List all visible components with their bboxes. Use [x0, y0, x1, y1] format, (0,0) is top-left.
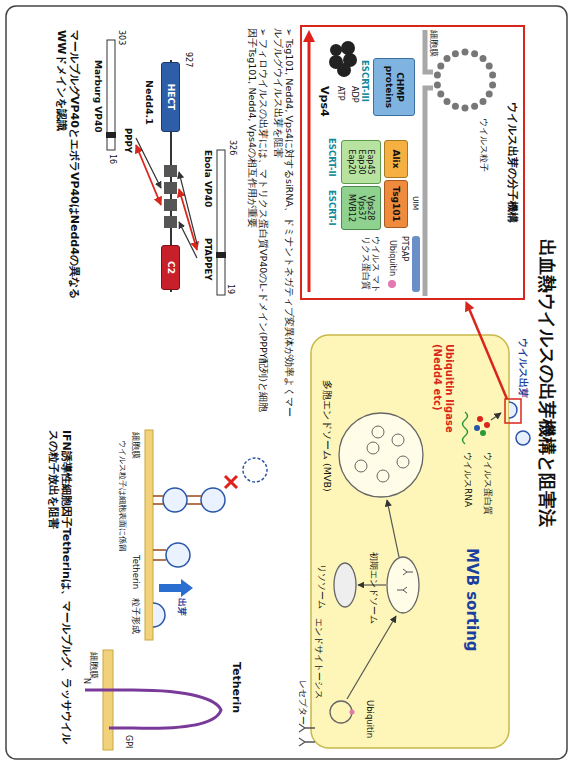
component-label: ウイルス蛋白質: [482, 452, 493, 515]
slide-title: 出血熱ウイルスの出芽機構と阻害法: [536, 239, 558, 527]
protein-label: ウイルス マトリクス蛋白質: [361, 236, 381, 298]
step-label: 粒子形成: [131, 598, 141, 634]
protein-label: Nedd4.1: [144, 80, 155, 125]
protein-box: CHMP proteins: [373, 58, 415, 116]
node-label: Eap45 Eap30 Eap20: [347, 143, 376, 181]
note-label: ウイルス粒子は細胞表面に係留: [118, 440, 127, 552]
bullet-note: ➢ Tsg101, Nedd4, Vps4に対するsiRNA、ドミナントネガティ…: [272, 28, 295, 420]
tetherin-figure: [85, 430, 267, 750]
motif-label: PPPY: [123, 128, 133, 153]
ubiquitin-label: Ubiquitin: [387, 240, 397, 276]
complex-label: ESCRT-III: [360, 60, 370, 102]
process-label: エンドサイトーシス: [313, 618, 324, 699]
protein-label: Ebola VP40: [202, 150, 213, 207]
organelle-label: 多胞エンドソーム (MVB): [322, 380, 333, 492]
domain-box: HECT: [161, 62, 180, 132]
residue-number: 303: [116, 30, 126, 45]
organelle-label: 初期エンドソーム: [368, 552, 379, 624]
ubiquitin-label: Ubiquitin: [365, 700, 375, 738]
cell-illustration: [299, 301, 530, 748]
receptor-label: レセプター: [297, 680, 308, 725]
organelle-label: リソソーム: [316, 564, 327, 609]
slide-frame: [6, 6, 567, 759]
node-label: HECT: [165, 84, 176, 110]
anchor-label: GPI: [123, 735, 133, 748]
figure-caption: マールブルグVP40とエボラVP40はNedd4の異なるWWドメインを認識: [55, 30, 81, 305]
protein-box: Alix: [384, 140, 408, 178]
protein-label: Tetherin: [230, 662, 243, 713]
complex-label: ESCRT-II: [327, 138, 337, 177]
residue-number: 16: [107, 154, 117, 164]
nucleotide-label: ATP: [335, 86, 345, 101]
protein-box: Tsg101: [384, 180, 408, 228]
motif-label: PTAPPEY: [203, 238, 213, 280]
node-label: Alix: [391, 150, 402, 169]
membrane-label: 細胞膜: [131, 432, 141, 459]
membrane-label: 細胞膜: [429, 30, 439, 57]
protein-box: Eap45 Eap30 Eap20: [341, 140, 381, 184]
node-label: C2: [165, 261, 176, 274]
protein-label: Marburg VP40: [92, 60, 103, 132]
process-label: MVB sorting: [463, 548, 481, 652]
figure-caption: IFN誘導性細胞因子Tetherinは、マールブルグ、ラッサウイルスの粒子放出を…: [47, 430, 73, 750]
residue-number: 326: [227, 140, 237, 155]
panel-title: ウイルス出芽の分子機構: [506, 102, 519, 223]
node-label: Vps28 Vps37 MVB12: [347, 189, 376, 227]
protein-box: Vps28 Vps37 MVB12: [341, 186, 381, 230]
motif-label: PTSAP: [399, 236, 409, 261]
motif-label: UIM: [411, 196, 420, 210]
nucleotide-label: ADP: [349, 86, 359, 102]
component-label: ウイルスRNA: [462, 452, 473, 507]
enzyme-label: Ubiquitin ligase (Nedd4 etc): [431, 344, 455, 440]
node-label: CHMP proteins: [383, 61, 405, 113]
particle-label: ウイルス粒子: [478, 118, 489, 172]
residue-number: 19: [225, 284, 235, 294]
vp40-nedd4-domain-figure: [106, 40, 226, 295]
bullet-note: ➢ フィロウイルスの出芽には、マトリクス蛋白質VP40のL-ドメイン(PPPY配…: [246, 28, 269, 420]
process-label: ウイルス出芽: [517, 338, 529, 398]
protein-label: Tetherin: [131, 555, 141, 589]
protein-label: Vps4: [318, 86, 331, 117]
complex-label: ESCRT-I: [327, 190, 337, 226]
budding-mechanism-art: [303, 30, 496, 296]
residue-number: 927: [183, 52, 193, 67]
domain-box: C2: [161, 245, 180, 290]
membrane-label: 細胞膜: [89, 652, 99, 679]
node-label: Tsg101: [391, 186, 402, 222]
step-label: 出芽: [176, 598, 187, 616]
